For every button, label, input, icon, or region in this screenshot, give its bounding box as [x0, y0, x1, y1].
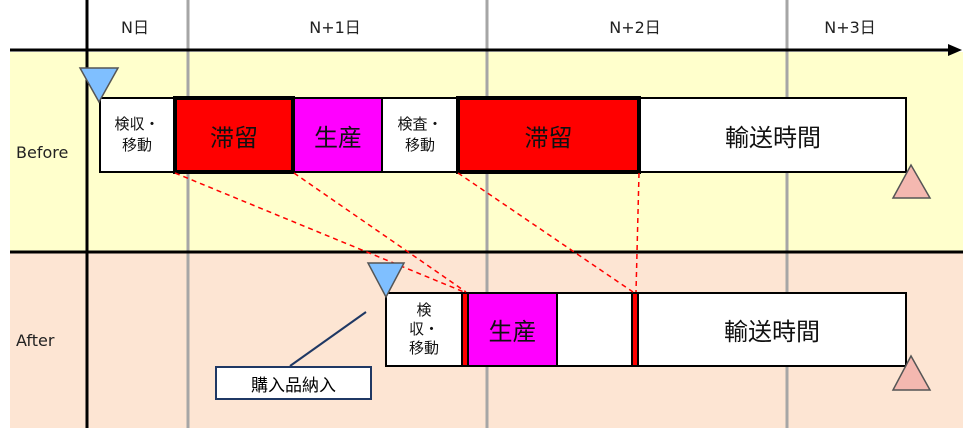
purchased-parts-delivery-callout: 購入品納入 — [215, 366, 372, 400]
stagnation-block: 滞留 — [173, 96, 295, 174]
day-label: N+1日 — [309, 18, 361, 37]
end-marker-icon — [891, 354, 932, 391]
day-label: N+2日 — [609, 18, 661, 37]
day-label: N日 — [121, 18, 149, 37]
callout-leader — [289, 311, 367, 367]
inspection-move-block: 検査・ 移動 — [381, 97, 459, 173]
empty-block — [556, 292, 634, 367]
after-label: After — [16, 331, 55, 350]
production-block: 生産 — [293, 97, 383, 173]
end-marker-icon — [891, 163, 932, 199]
arrowhead-icon — [948, 44, 962, 56]
production-block: 生産 — [467, 292, 558, 367]
transport-time-block: 輸送時間 — [639, 97, 907, 173]
mapping-lines — [174, 172, 640, 293]
stagnation-block: 滞留 — [456, 96, 641, 174]
inspection-move-block: 検収・ 移動 — [99, 97, 175, 173]
before-label: Before — [16, 143, 69, 162]
transport-time-block: 輸送時間 — [637, 292, 907, 367]
day-label: N+3日 — [824, 18, 876, 37]
start-marker-icon — [366, 262, 406, 299]
start-marker-icon — [78, 67, 120, 104]
